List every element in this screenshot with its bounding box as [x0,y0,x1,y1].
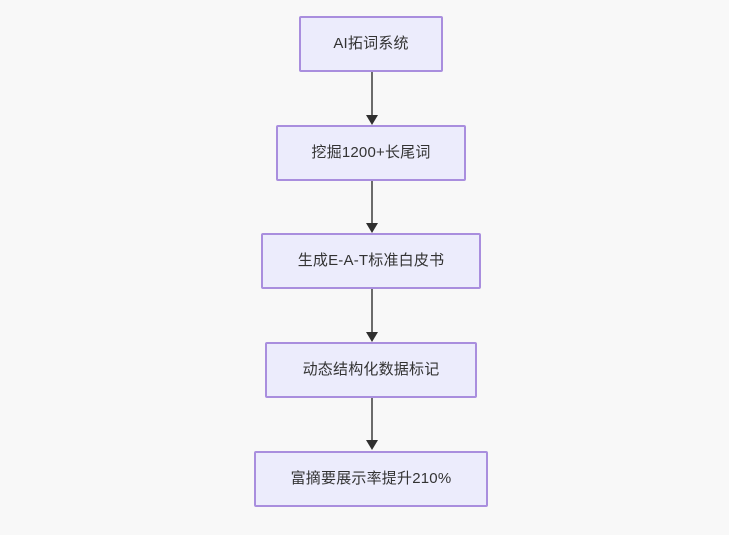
flowchart-node-label: 挖掘1200+长尾词 [311,144,431,161]
flowchart-node-2[interactable]: 挖掘1200+长尾词 [276,125,466,181]
flowchart-node-label: AI拓词系统 [333,35,409,52]
arrowhead-icon [366,223,378,233]
flowchart-node-5[interactable]: 富摘要展示率提升210% [254,451,488,507]
connector-arrow-3 [366,289,378,342]
flowchart-node-label: 动态结构化数据标记 [302,361,440,378]
connector-arrow-2 [366,181,378,233]
flowchart-node-label: 生成E-A-T标准白皮书 [297,252,445,269]
flowchart-node-1[interactable]: AI拓词系统 [299,16,443,72]
connector-arrow-4 [366,398,378,450]
flowchart-node-4[interactable]: 动态结构化数据标记 [265,342,477,398]
connector-arrow-1 [366,72,378,125]
flowchart-node-3[interactable]: 生成E-A-T标准白皮书 [261,233,481,289]
arrowhead-icon [366,332,378,342]
arrowhead-icon [366,115,378,125]
arrowhead-icon [366,440,378,450]
flowchart-node-label: 富摘要展示率提升210% [290,470,452,487]
